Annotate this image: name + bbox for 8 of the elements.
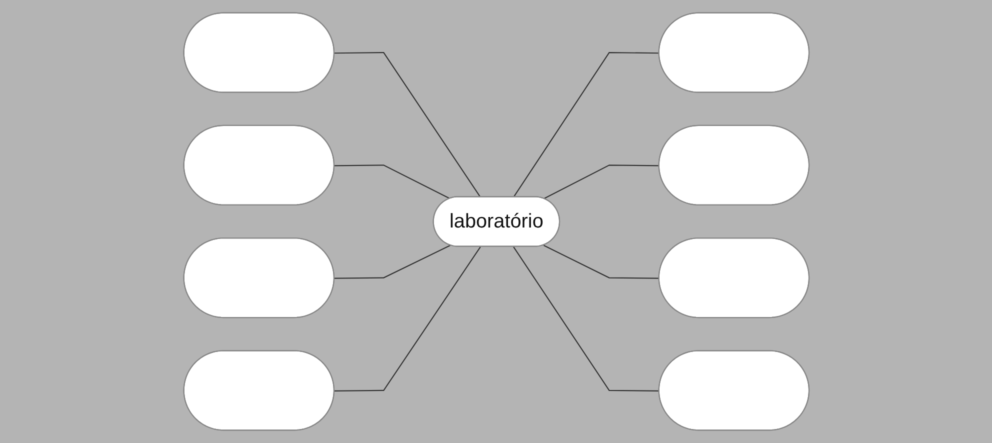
connector: [334, 246, 480, 392]
connector: [512, 52, 659, 198]
connector: [334, 244, 450, 279]
connector: [334, 52, 480, 198]
connector: [543, 244, 659, 279]
connector: [512, 246, 659, 392]
connector: [334, 164, 450, 200]
connector: [543, 164, 659, 200]
